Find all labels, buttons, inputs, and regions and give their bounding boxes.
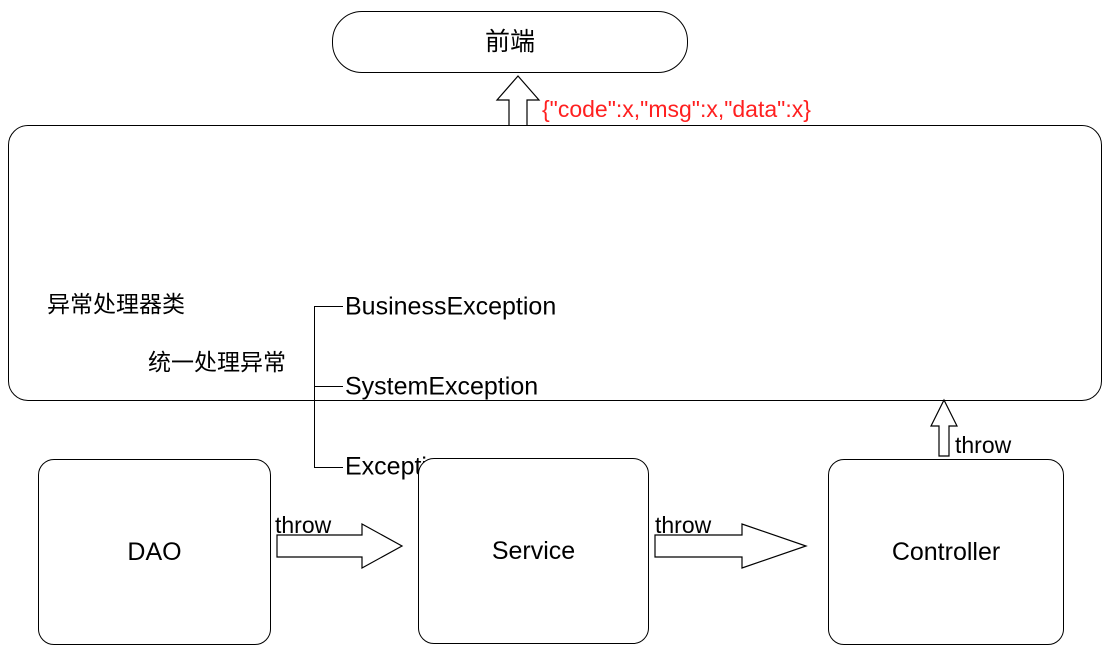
edge-label-controller-to-handler: throw (955, 432, 1012, 458)
exception-handler-title: 异常处理器类 (47, 291, 185, 317)
controller-node[interactable]: Controller (828, 459, 1064, 645)
frontend-node-label: 前端 (484, 27, 535, 56)
arrow-service-to-controller (654, 523, 808, 569)
bracket-stub-system (314, 386, 343, 387)
service-node[interactable]: Service (418, 458, 649, 644)
controller-node-label: Controller (891, 537, 1001, 566)
arrow-dao-to-service (276, 522, 404, 570)
frontend-node[interactable]: 前端 (332, 11, 688, 73)
edge-label-dao-to-service: throw (275, 512, 332, 538)
dao-node-label: DAO (127, 537, 182, 566)
arrow-controller-to-handler (930, 398, 958, 457)
service-node-label: Service (491, 536, 576, 565)
dao-node[interactable]: DAO (38, 459, 271, 645)
exception-handler-subtitle: 统一处理异常 (148, 349, 286, 375)
exception-item-business[interactable]: BusinessException (345, 292, 557, 321)
bracket-stub-business (314, 306, 343, 307)
exception-item-system[interactable]: SystemException (345, 372, 539, 401)
arrow-handler-to-frontend (495, 75, 541, 128)
response-payload-label: {"code":x,"msg":x,"data":x} (542, 96, 811, 122)
edge-label-service-to-controller: throw (655, 512, 712, 538)
bracket-stub-exception (314, 467, 343, 468)
exception-handler-node[interactable]: 异常处理器类 统一处理异常 BusinessException SystemEx… (8, 125, 1102, 479)
